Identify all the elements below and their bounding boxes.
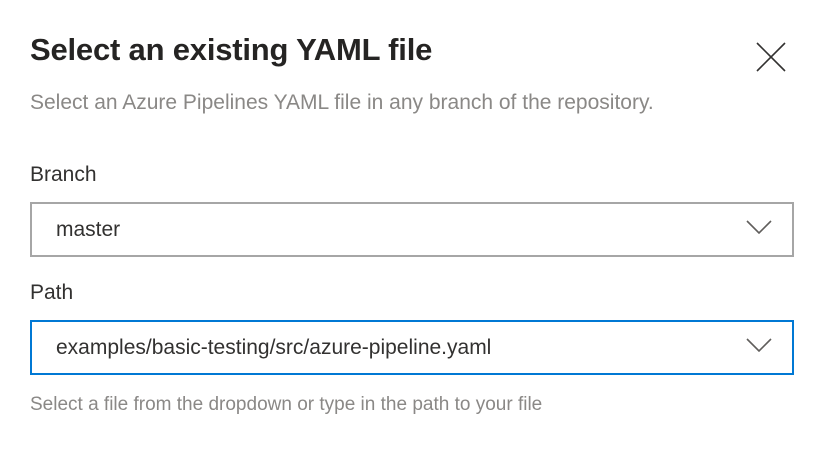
dialog-title: Select an existing YAML file <box>30 32 433 67</box>
branch-selected-value: master <box>56 217 121 241</box>
path-input-value: examples/basic-testing/src/azure-pipelin… <box>56 335 492 359</box>
branch-label: Branch <box>30 163 97 186</box>
dialog-subtitle: Select an Azure Pipelines YAML file in a… <box>30 91 654 114</box>
path-hint-text: Select a file from the dropdown or type … <box>30 394 543 415</box>
chevron-down-icon <box>746 338 772 357</box>
close-button[interactable] <box>750 36 792 78</box>
chevron-down-icon <box>746 220 772 239</box>
branch-dropdown[interactable]: master <box>30 202 794 257</box>
close-icon <box>754 42 788 77</box>
dialog-header: Select an existing YAML file <box>30 30 792 78</box>
branch-field: Branch master <box>30 163 794 257</box>
path-field: Path examples/basic-testing/src/azure-pi… <box>30 281 794 416</box>
path-combobox[interactable]: examples/basic-testing/src/azure-pipelin… <box>30 320 794 375</box>
path-label: Path <box>30 281 74 304</box>
